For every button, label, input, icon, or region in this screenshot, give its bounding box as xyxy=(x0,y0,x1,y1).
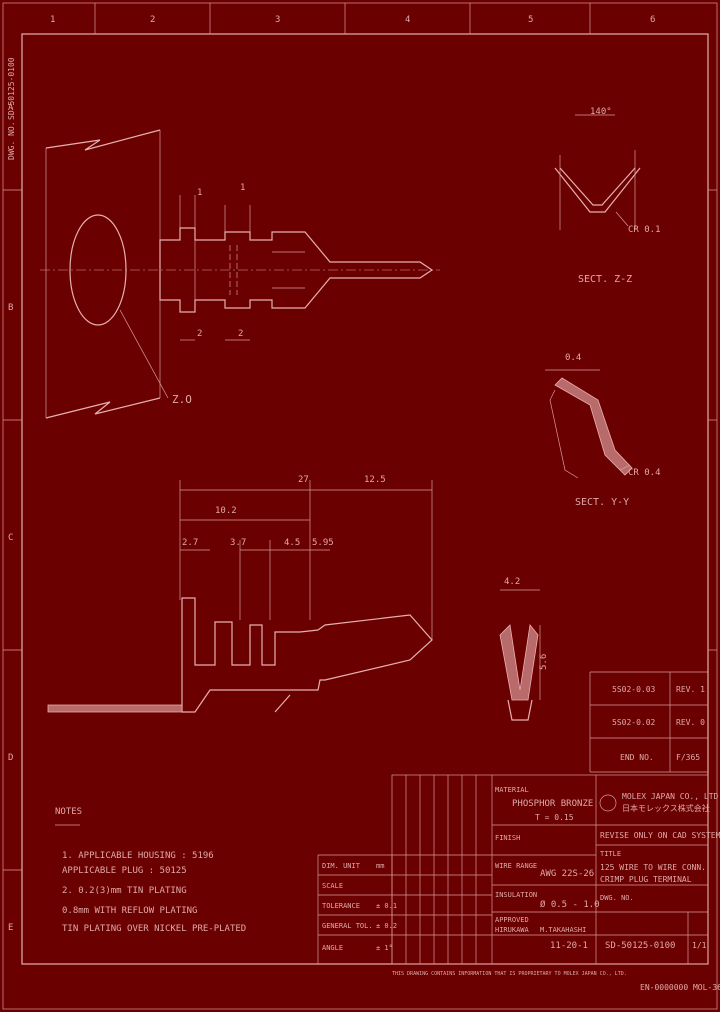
material-label: MATERIAL xyxy=(495,786,529,794)
dwg-no-label: DWG. NO. xyxy=(600,894,634,902)
top-dim-4: 2 xyxy=(238,329,243,339)
section-yy-label: SECT. Y-Y xyxy=(575,497,629,508)
dwg-no-value: SD-50125-0100 xyxy=(605,941,675,951)
note-line-3: 2. 0.2(3)mm TIN PLATING xyxy=(62,886,187,896)
side-dim-d3: 4.5 xyxy=(284,538,300,548)
top-view xyxy=(40,129,440,419)
section-yy-view xyxy=(545,369,633,479)
revision-ref-1: 5S02-0.03 xyxy=(612,685,656,694)
detail-z-label: Z.O xyxy=(172,393,192,406)
zone-label-2: 2 xyxy=(150,15,155,25)
side-dim-d4: 5.95 xyxy=(312,538,334,548)
side-dim-tip: 12.5 xyxy=(364,475,386,485)
end-view xyxy=(499,589,541,721)
side-dim-len2: 10.2 xyxy=(215,506,237,516)
note-line-2: APPLICABLE PLUG : 50125 xyxy=(62,866,187,876)
tb-val-dim-unit: mm xyxy=(376,862,384,870)
tb-val-general-tol: ± 0.2 xyxy=(376,922,397,930)
title-label: TITLE xyxy=(600,850,621,858)
tb-val-angle: ± 1° xyxy=(376,944,393,952)
revision-block xyxy=(589,671,708,773)
thickness-value: T = 0.15 xyxy=(535,813,574,822)
approved-by: HIRUKAWA xyxy=(495,926,530,934)
tb-row-tolerance: TOLERANCE xyxy=(322,902,360,910)
wire-range-label: WIRE RANGE xyxy=(495,862,537,870)
material-value: PHOSPHOR BRONZE xyxy=(512,799,593,809)
finish-label: FINISH xyxy=(495,834,520,842)
section-zz-cr: CR 0.1 xyxy=(628,225,661,235)
end-no-label: END NO. xyxy=(620,753,654,762)
revise-note: REVISE ONLY ON CAD SYSTEM xyxy=(600,831,720,840)
side-dim-overall: 27 xyxy=(298,475,309,485)
note-line-5: TIN PLATING OVER NICKEL PRE-PLATED xyxy=(62,924,246,934)
tb-row-general-tol: GENERAL TOL. xyxy=(322,922,373,930)
title-line-1: 125 WIRE TO WIRE CONN. xyxy=(600,863,706,872)
side-dim-d2: 3.7 xyxy=(230,538,246,548)
title-block xyxy=(317,774,709,965)
wire-range-value: AWG 22S-26 xyxy=(540,869,594,879)
section-zz-label: SECT. Z-Z xyxy=(578,274,632,285)
margin-drawing-number-label: DWG. NO. xyxy=(7,121,16,160)
zone-label-5: 5 xyxy=(528,15,533,25)
top-dim-3: 2 xyxy=(197,329,202,339)
company-name-jp: 日本モレックス株式会社 xyxy=(622,803,710,813)
sheet-number: 1/1 xyxy=(692,941,707,950)
checked-by: M.TAKAHASHI xyxy=(540,926,586,934)
note-line-1: 1. APPLICABLE HOUSING : 5196 xyxy=(62,851,214,861)
company-name: MOLEX JAPAN CO., LTD. xyxy=(622,792,720,801)
side-letter-b: B xyxy=(8,303,13,313)
footer-note: THIS DRAWING CONTAINS INFORMATION THAT I… xyxy=(392,971,627,977)
side-letter-c: C xyxy=(8,533,13,543)
approval-label: APPROVED xyxy=(495,916,529,924)
section-zz-view xyxy=(554,114,641,230)
drawing-date: 11-20-1 xyxy=(550,941,588,951)
zone-label-1: 1 xyxy=(50,15,55,25)
margin-drawing-number: SD-50125-0100 xyxy=(7,57,16,120)
end-view-width: 4.2 xyxy=(504,577,520,587)
notes-title: NOTES xyxy=(55,807,82,817)
revision-rev-1: REV. 1 xyxy=(676,685,705,694)
insulation-value: Ø 0.5 - 1.0 xyxy=(540,899,600,910)
side-dim-d1: 2.7 xyxy=(182,538,198,548)
tb-val-tolerance: ± 0.1 xyxy=(376,902,397,910)
revision-rev-2: REV. 0 xyxy=(676,718,705,727)
zone-label-4: 4 xyxy=(405,15,410,25)
tb-row-scale: SCALE xyxy=(322,882,343,890)
side-view xyxy=(47,480,433,713)
title-line-2: CRIMP PLUG TERMINAL xyxy=(600,875,692,884)
top-dim-1: 1 xyxy=(197,188,202,198)
section-zz-angle: 140° xyxy=(590,107,612,117)
end-view-height: 5.6 xyxy=(539,654,549,670)
end-no-value: F/365 xyxy=(676,753,700,762)
section-yy-width: 0.4 xyxy=(565,353,581,363)
zone-label-3: 3 xyxy=(275,15,280,25)
top-dim-2: 1 xyxy=(240,183,245,193)
note-line-4: 0.8mm WITH REFLOW PLATING xyxy=(62,906,197,916)
side-letter-a: A xyxy=(8,103,14,113)
tb-row-angle: ANGLE xyxy=(322,944,343,952)
revision-ref-2: 5S02-0.02 xyxy=(612,718,656,727)
zone-label-6: 6 xyxy=(650,15,655,25)
insulation-label: INSULATION xyxy=(495,891,537,899)
section-yy-cr: CR 0.4 xyxy=(628,468,661,478)
tb-row-dim-unit: DIM. UNIT xyxy=(322,862,361,870)
notes-block: NOTES 1. APPLICABLE HOUSING : 5196 APPLI… xyxy=(55,807,246,934)
side-letter-e: E xyxy=(8,923,13,933)
footer-code: EN-0000000 MOL-36 xyxy=(640,983,720,992)
side-letter-d: D xyxy=(8,753,13,763)
